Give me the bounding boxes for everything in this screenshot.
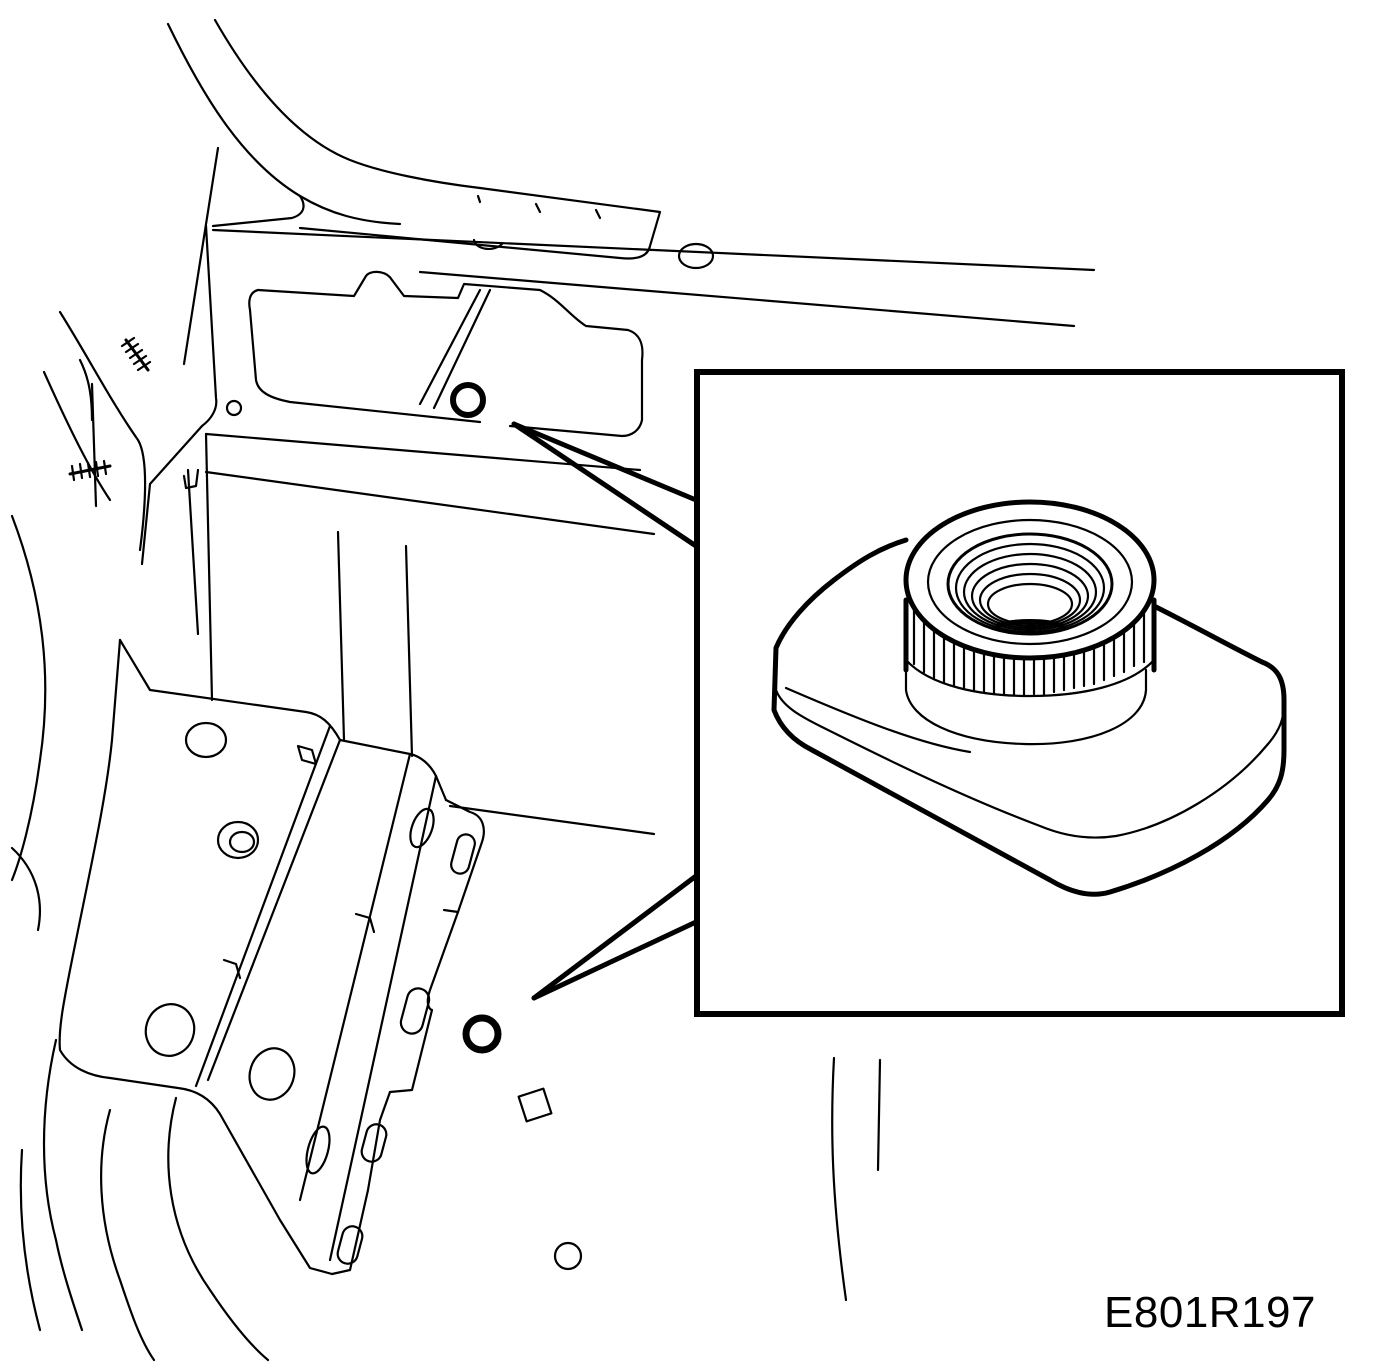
callout-leaders — [511, 421, 699, 1001]
weld-nut-icon — [771, 499, 1287, 897]
lower-bracket — [58, 638, 485, 1276]
upper-body-structure — [42, 18, 1096, 836]
spring-stud-lower — [68, 459, 112, 482]
spring-stud-upper — [120, 336, 152, 372]
square-hole — [517, 1087, 553, 1123]
figure-reference-code: E801R197 — [1104, 1288, 1316, 1337]
wheelhouse-arcs — [10, 514, 270, 1362]
weld-nut-marker-lower — [462, 1014, 502, 1054]
weld-nut-marker-upper — [450, 382, 486, 418]
round-hole — [553, 1241, 583, 1271]
callout-box — [694, 369, 1345, 1017]
